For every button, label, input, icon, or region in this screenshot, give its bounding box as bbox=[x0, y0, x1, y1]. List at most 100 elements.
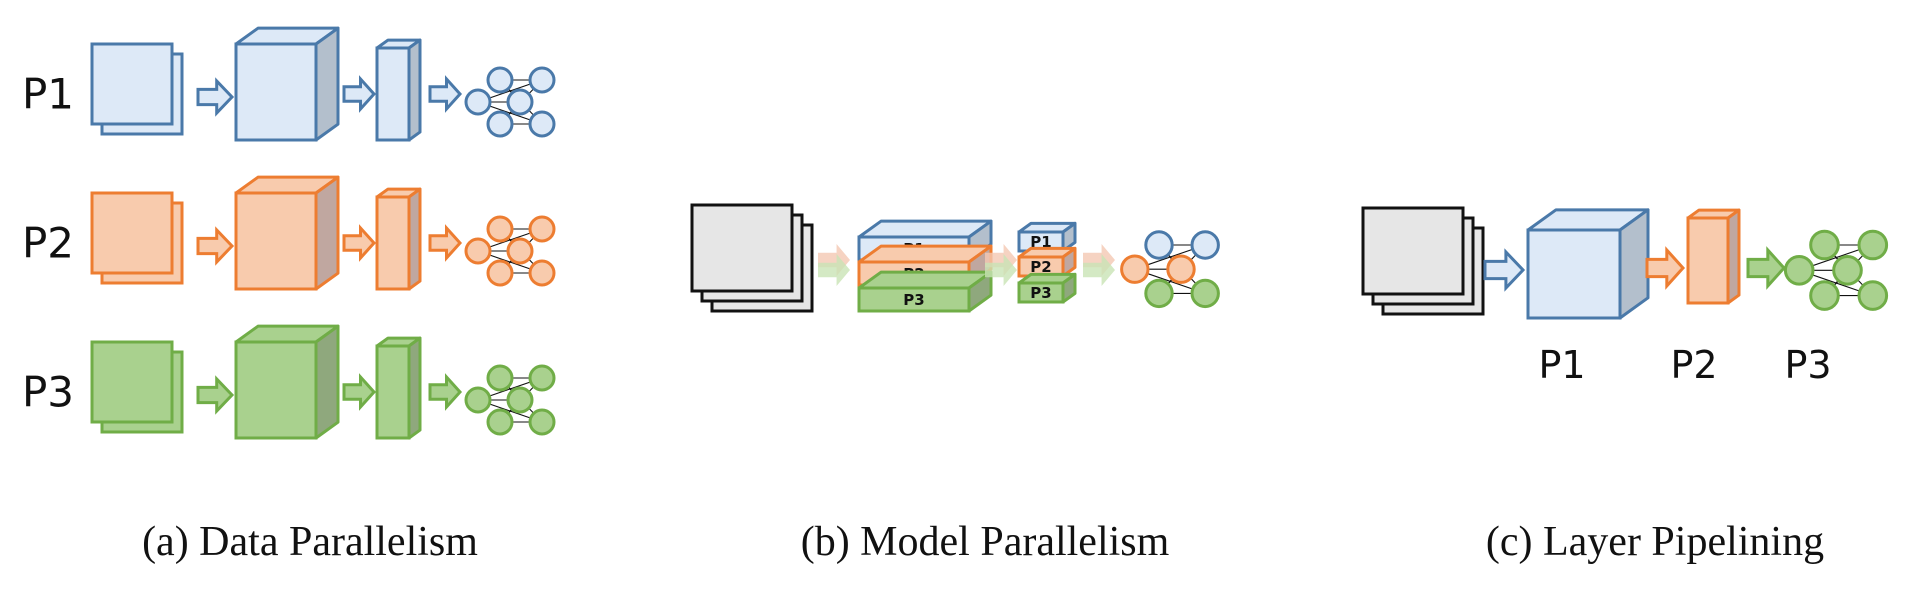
arrow-icon bbox=[985, 244, 1017, 286]
cube-front-face bbox=[375, 46, 411, 142]
row-label: P3 bbox=[22, 368, 74, 417]
network-node bbox=[464, 237, 492, 265]
cube-side-face bbox=[314, 324, 340, 440]
arrow-icon bbox=[818, 244, 850, 286]
row-label: P1 bbox=[22, 70, 74, 119]
cube-side-face bbox=[314, 26, 340, 142]
cube-side-face bbox=[967, 270, 993, 313]
small-block bbox=[1017, 272, 1077, 304]
feature-cube bbox=[234, 26, 340, 142]
stage-slab bbox=[1686, 208, 1741, 305]
block-label: P1 bbox=[1030, 233, 1051, 251]
input-stack bbox=[690, 203, 814, 313]
caption-layer-pipelining: (c) Layer Pipelining bbox=[1485, 519, 1825, 565]
cube-side-face bbox=[407, 336, 422, 440]
input-stack bbox=[90, 42, 184, 136]
network-node bbox=[528, 66, 556, 94]
cube-front-face bbox=[375, 344, 411, 440]
layer-label: P3 bbox=[903, 291, 924, 309]
network-icon bbox=[464, 66, 556, 138]
arrow-icon bbox=[342, 224, 377, 262]
network-node bbox=[1857, 280, 1889, 311]
arrow-icon bbox=[196, 226, 235, 266]
network-node bbox=[1809, 229, 1840, 261]
network-node bbox=[1190, 278, 1220, 309]
network-node bbox=[528, 215, 556, 243]
cube-side-face bbox=[1061, 272, 1077, 304]
arrow-shade-green bbox=[818, 254, 850, 286]
network-icon bbox=[464, 364, 556, 436]
pipeline-stage-p1: P1 bbox=[1526, 208, 1650, 387]
network-node bbox=[528, 259, 556, 287]
block-label: P3 bbox=[1030, 284, 1051, 302]
pipeline-stage-p2: P2 bbox=[1670, 208, 1741, 387]
network-node bbox=[486, 259, 514, 287]
arrow-icon bbox=[428, 75, 463, 113]
network-node bbox=[506, 237, 534, 265]
pipeline-stage-p3: P3 bbox=[1783, 229, 1889, 387]
model-block-p2: P2 bbox=[1017, 246, 1077, 278]
small-block bbox=[1017, 246, 1077, 278]
cube-side-face bbox=[407, 187, 422, 291]
feature-cube bbox=[234, 175, 340, 291]
stage-label: P1 bbox=[1538, 343, 1585, 387]
network-node bbox=[486, 66, 514, 94]
network-node bbox=[1190, 230, 1220, 260]
network-node bbox=[528, 110, 556, 138]
image-sheet bbox=[90, 340, 174, 424]
model-block-p3: P3 bbox=[1017, 272, 1077, 304]
arrow-icon bbox=[342, 373, 377, 411]
feature-slab bbox=[375, 187, 422, 291]
cube-front-face bbox=[234, 42, 318, 142]
arrow-icon bbox=[428, 373, 463, 411]
arrow-icon bbox=[1083, 244, 1115, 286]
network-node bbox=[464, 88, 492, 116]
network-node bbox=[1783, 255, 1815, 286]
cube-front-face bbox=[1686, 216, 1730, 305]
network-icon bbox=[1783, 229, 1889, 311]
cube-side-face bbox=[407, 38, 422, 142]
caption-data-parallelism: (a) Data Parallelism bbox=[142, 519, 478, 565]
network-node bbox=[528, 364, 556, 392]
stage-label: P3 bbox=[1784, 343, 1831, 387]
data-parallel-row-p2: P2 bbox=[22, 175, 556, 291]
arrow-icon bbox=[1645, 246, 1686, 290]
input-stack bbox=[90, 191, 184, 285]
network-node bbox=[1166, 254, 1196, 284]
stage-cube bbox=[1526, 208, 1650, 320]
network-node bbox=[1809, 280, 1840, 311]
image-sheet bbox=[90, 42, 174, 126]
network-node bbox=[506, 386, 534, 414]
network-node bbox=[1120, 254, 1150, 284]
image-sheet bbox=[90, 191, 174, 275]
arrow-icon bbox=[1746, 246, 1787, 290]
input-stack bbox=[90, 340, 184, 434]
arrow-icon bbox=[428, 224, 463, 262]
image-sheet bbox=[1361, 206, 1465, 296]
block-label: P2 bbox=[1030, 258, 1051, 276]
small-block bbox=[1017, 221, 1077, 253]
input-stack bbox=[1361, 206, 1485, 316]
model-layer-p3: P3 bbox=[857, 270, 993, 313]
network-node bbox=[486, 110, 514, 138]
arrow-icon bbox=[196, 375, 235, 415]
network-node bbox=[486, 215, 514, 243]
cube-front-face bbox=[234, 340, 318, 440]
network-node bbox=[486, 408, 514, 436]
cube-front-face bbox=[234, 191, 318, 291]
feature-cube bbox=[234, 324, 340, 440]
cube-side-face bbox=[1061, 221, 1077, 253]
caption-model-parallelism: (b) Model Parallelism bbox=[800, 519, 1170, 565]
network-node bbox=[528, 408, 556, 436]
row-label: P2 bbox=[22, 219, 74, 268]
cube-side-face bbox=[1061, 246, 1077, 278]
arrow-icon bbox=[342, 75, 377, 113]
arrow-icon bbox=[196, 77, 235, 117]
network-node bbox=[1857, 229, 1889, 261]
network-node bbox=[1144, 278, 1174, 309]
cube-side-face bbox=[314, 175, 340, 291]
